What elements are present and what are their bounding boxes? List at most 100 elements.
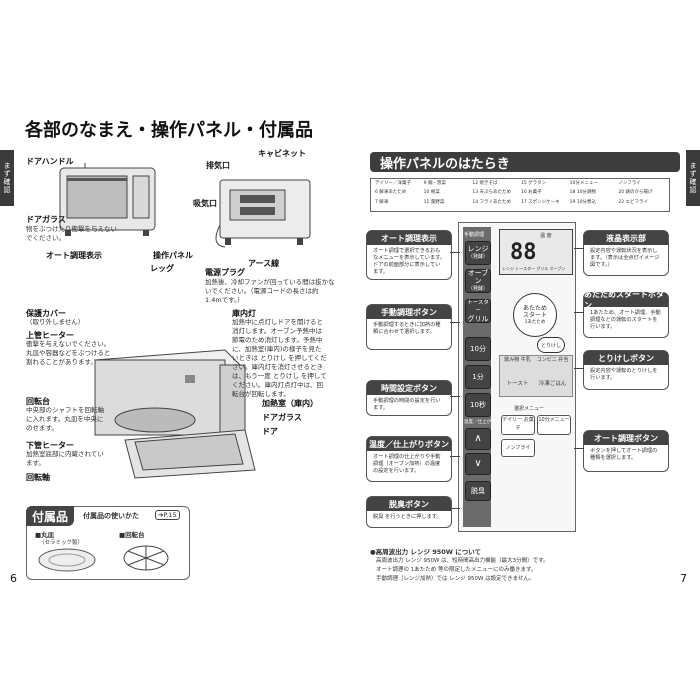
note-line-2: オート調理の 1あたため 等の限定したメニューにのみ働きます。 <box>376 567 537 573</box>
box-deodor-title: 脱臭ボタン <box>367 497 451 511</box>
oven-button[interactable]: オーブン（発酵） <box>465 269 491 293</box>
box-temp-title: 温度／仕上がりボタン <box>367 437 451 451</box>
menu-cell: 12 焼きそば <box>472 181 498 186</box>
box-deodor: 脱臭ボタン 脱臭 を行うときに押します。 <box>366 496 452 528</box>
box-cancel-title: とりけしボタン <box>584 351 668 365</box>
menu-cell: ノンフライ <box>618 181 641 186</box>
menu-cell: 9 麺・惣菜 <box>423 181 446 186</box>
cancel-button[interactable]: とりけし <box>537 337 565 353</box>
box-lcd-title: 液晶表示部 <box>584 231 668 245</box>
toaster-grill-button[interactable]: トースターグリル <box>465 299 491 323</box>
box-deodor-desc: 脱臭 を行うときに押します。 <box>373 514 442 520</box>
box-auto-display: オート調理表示 オート調理で選択できるおもなメニューを表示しています。ドアの前面… <box>366 230 452 280</box>
menu-cell: 10 根菜 <box>423 190 440 196</box>
connector-line <box>450 456 460 457</box>
desc-plug: 加熱後、冷却ファンが回っている間は抜かないでください。（電源コードの長さは約1.… <box>205 278 335 304</box>
oven-rear-illustration <box>215 179 311 248</box>
deodor-button[interactable]: 脱臭 <box>465 481 491 501</box>
temp-label: 温度／仕上がり <box>464 420 496 425</box>
label-earth: アース線 <box>248 259 280 268</box>
manual-label: 手動調理 <box>464 232 485 238</box>
lcd-mode-labels: レンジ トースター グリル オーブン <box>502 266 566 271</box>
range-label: レンジ <box>467 245 489 253</box>
box-auto-display-desc: オート調理で選択できるおもなメニューを表示しています。ドアの前面部分に表示してい… <box>373 248 445 275</box>
desc-turntable: 中央部のシャフトを回転軸に入れます。丸皿を中央にのせます。 <box>26 406 104 432</box>
note-head: ●高周波出力 レンジ 950W について <box>370 548 482 556</box>
desc-door-glass-top: 物をぶつけたり衝撃を与えないでください。 <box>26 225 117 242</box>
connector-line <box>574 448 584 449</box>
side-tab-right: まず確認 <box>686 150 700 206</box>
box-start-desc: 1あたため、オート調理、手動調理などの運転のスタートを行います。 <box>590 310 661 330</box>
oven-label: オーブン <box>467 269 489 285</box>
accessories-box: 付属品 付属品の使いかた ➔P.15 ■丸皿 （セラミック製） ■回転台 <box>26 506 190 580</box>
label-lamp: 庫内灯 <box>232 309 256 318</box>
oven-front-illustration <box>59 163 156 236</box>
auto-button-bento[interactable]: コンビニ 弁当 <box>536 357 569 363</box>
temp-down-button[interactable]: ∨ <box>465 453 491 475</box>
menu-cell: デイリー／洋菓子 <box>375 181 411 186</box>
accessory-dish-sub: （セラミック製） <box>39 540 84 546</box>
section-header: 操作パネルのはたらき <box>370 152 680 172</box>
turntable-illustration <box>123 545 169 571</box>
oven-open-illustration <box>94 349 256 479</box>
connector-line <box>574 312 584 313</box>
select-button-daily[interactable]: デイリー お菓子 <box>501 415 535 435</box>
temp-up-button[interactable]: ∧ <box>465 428 491 450</box>
accessories-ref[interactable]: ➔P.15 <box>155 510 180 520</box>
menu-cell: 19 10分煮込 <box>569 199 597 205</box>
box-lcd: 液晶表示部 設定内容や運転状況を表示します。（表示は全点灯イメージ図です。） <box>583 230 669 276</box>
desc-lamp: 加熱中に点灯しドアを開けると消灯します。オーブン予熱中は節電のため消灯します。予… <box>232 318 327 398</box>
menu-cell: 22 エビフライ <box>618 199 648 205</box>
label-intake: 吸気口 <box>193 199 217 208</box>
select-button-10min[interactable]: 10分メニュー <box>537 415 571 435</box>
box-auto-title: オート調理ボタン <box>584 431 668 445</box>
page-number-left: 6 <box>10 572 17 585</box>
label-turntable: 回転台 <box>26 397 50 406</box>
menu-cell: 17 スポンジケーキ <box>521 199 560 205</box>
box-start-title: あたためスタートボタン <box>584 290 668 310</box>
select-menu-label: 選択メニュー <box>514 406 545 412</box>
menu-cell: 7 解凍 <box>375 199 389 205</box>
box-cancel-desc: 設定内容や運転のとりけしを行います。 <box>590 368 658 381</box>
accessories-title: 付属品 <box>26 506 74 526</box>
auto-button-toast[interactable]: トースト <box>506 381 529 387</box>
box-temp-desc: オート調理の仕上がりや手動調理（オーブン加熱）の温度の設定を行います。 <box>373 454 441 474</box>
menu-cell: 20 鶏のから揚げ <box>618 190 653 196</box>
label-lower-heater: 下管ヒーター <box>26 441 74 450</box>
box-manual-title: 手動調理ボタン <box>367 305 451 319</box>
range-button[interactable]: レンジ（発酵） <box>465 241 491 265</box>
label-door: ドア <box>262 427 278 436</box>
toaster-label: トースター <box>467 300 489 314</box>
box-time-desc: 手動調理の時間の設定を行います。 <box>373 398 441 411</box>
menu-cell: 13 天ぷらあたため <box>472 190 511 196</box>
start-line2: スタート <box>522 311 547 319</box>
start-line1: あたため <box>522 304 547 312</box>
start-line3: 1あたため <box>524 319 546 325</box>
time-10m-button[interactable]: 10分 <box>465 337 491 361</box>
label-auto-display: オート調理表示 <box>46 251 102 260</box>
label-cover: 保護カバー <box>26 309 66 318</box>
label-door-glass-top: ドアガラス <box>26 215 66 224</box>
box-temp: 温度／仕上がりボタン オート調理の仕上がりや手動調理（オーブン加熱）の温度の設定… <box>366 436 452 482</box>
box-time-title: 時間設定ボタン <box>367 381 451 395</box>
box-manual-desc: 手動調理するときに加熱の種類に合わせて選択します。 <box>373 322 441 335</box>
dish-illustration <box>38 548 96 572</box>
connector-line <box>450 252 460 253</box>
start-button[interactable]: あたため スタート 1あたため <box>513 293 557 337</box>
connector-line <box>450 508 460 509</box>
box-auto-display-title: オート調理表示 <box>367 231 451 245</box>
box-start: あたためスタートボタン 1あたため、オート調理、手動調理などの運転のスタートを行… <box>583 290 669 338</box>
lcd-digits: 88 <box>510 240 537 265</box>
connector-line <box>450 396 460 397</box>
lcd-top-text: 温 度 <box>540 233 552 239</box>
time-1m-button[interactable]: 1分 <box>465 365 491 389</box>
accessories-usage: 付属品の使いかた <box>83 512 139 520</box>
auto-button-drink[interactable]: 飲み物 牛乳 <box>504 357 531 363</box>
auto-button-grid <box>499 355 573 397</box>
label-door-handle: ドアハンドル <box>26 157 74 166</box>
side-tab-left: まず確認 <box>0 150 14 206</box>
label-axis: 回転軸 <box>26 473 50 482</box>
auto-button-rice[interactable]: 冷凍ごはん <box>538 381 567 387</box>
select-button-nonfry[interactable]: ノンフライ <box>501 439 535 457</box>
time-10s-button[interactable]: 10秒 <box>465 393 491 417</box>
